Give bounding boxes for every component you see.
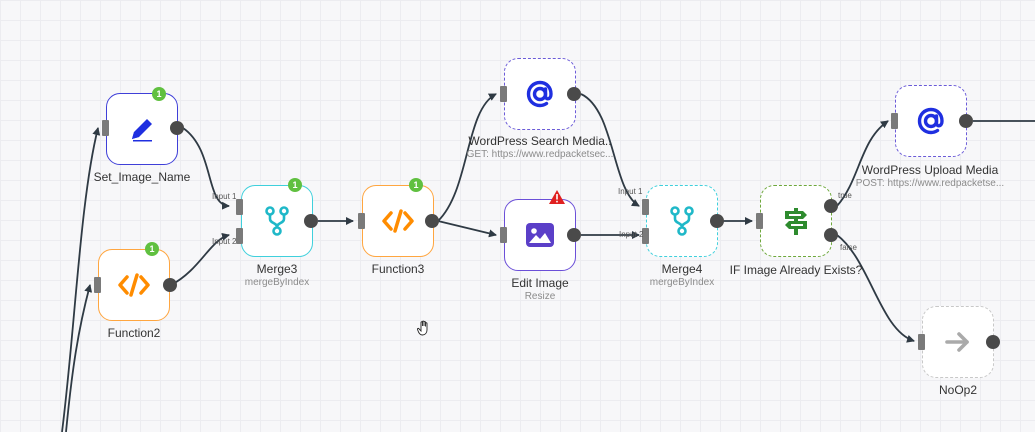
edit-image-title: Edit Image xyxy=(511,276,569,290)
node-set-image-name[interactable] xyxy=(106,93,178,165)
code-icon xyxy=(99,250,169,320)
wp-search-title: WordPress Search Media.. xyxy=(468,134,612,148)
wire-offscreen-to-function2 xyxy=(65,284,93,432)
edit-image-output-port[interactable] xyxy=(567,228,581,242)
node-merge3[interactable] xyxy=(241,185,313,257)
merge3-input1-port[interactable] xyxy=(236,199,243,215)
merge4-output-port[interactable] xyxy=(710,214,724,228)
wp-upload-subtitle: POST: https://www.redpacketse... xyxy=(855,178,1005,189)
wire-if-true-to-wp-upload xyxy=(836,120,889,207)
if-input-port[interactable] xyxy=(756,213,763,229)
merge3-subtitle: mergeByIndex xyxy=(244,277,310,288)
node-function3[interactable] xyxy=(362,185,434,257)
merge-icon xyxy=(242,186,312,256)
function2-title: Function2 xyxy=(107,326,161,340)
function3-run-badge: 1 xyxy=(409,178,423,192)
function2-output-port[interactable] xyxy=(163,278,177,292)
merge3-title: Merge3 xyxy=(256,262,298,276)
if-false-output-port[interactable] xyxy=(824,228,838,242)
edit-image-warning-icon xyxy=(549,190,565,204)
set-image-name-input-port[interactable] xyxy=(102,120,109,136)
node-function2[interactable] xyxy=(98,249,170,321)
merge4-input1-port[interactable] xyxy=(642,199,649,215)
pencil-icon xyxy=(107,94,177,164)
function2-run-badge: 1 xyxy=(145,242,159,256)
image-icon xyxy=(505,200,575,270)
function3-output-port[interactable] xyxy=(425,214,439,228)
merge3-input1-label: Input 1 xyxy=(212,192,237,201)
node-wordpress-search-media[interactable] xyxy=(504,58,576,130)
function3-input-port[interactable] xyxy=(358,213,365,229)
node-noop2[interactable] xyxy=(922,306,994,378)
wp-search-input-port[interactable] xyxy=(500,86,507,102)
merge4-input1-label: Input 1 xyxy=(618,187,643,196)
merge4-input2-port[interactable] xyxy=(642,228,649,244)
merge3-input2-label: Input 2 xyxy=(212,237,237,246)
wire-wp-search-to-merge4 xyxy=(580,93,640,207)
at-sign-icon xyxy=(505,59,575,129)
function2-input-port[interactable] xyxy=(94,277,101,293)
function3-title: Function3 xyxy=(371,262,425,276)
if-true-output-port[interactable] xyxy=(824,199,838,213)
node-wordpress-upload-media[interactable] xyxy=(895,85,967,157)
wp-upload-output-port[interactable] xyxy=(959,114,973,128)
merge3-input2-port[interactable] xyxy=(236,228,243,244)
at-sign-icon xyxy=(896,86,966,156)
edit-image-subtitle: Resize xyxy=(524,291,556,302)
noop2-input-port[interactable] xyxy=(918,334,925,350)
wire-function3-to-edit-image xyxy=(437,220,497,238)
noop2-output-port[interactable] xyxy=(986,335,1000,349)
wp-search-subtitle: GET: https://www.redpacketsec... xyxy=(466,149,614,160)
if-title: IF Image Already Exists? xyxy=(729,263,863,277)
merge4-subtitle: mergeByIndex xyxy=(649,277,715,288)
node-edit-image[interactable] xyxy=(504,199,576,271)
code-icon xyxy=(363,186,433,256)
wire-offscreen-to-set-image-name xyxy=(61,127,101,432)
wire-function3-to-wp-search xyxy=(437,93,497,222)
arrow-right-icon xyxy=(923,307,993,377)
wp-upload-title: WordPress Upload Media xyxy=(861,163,999,177)
node-merge4[interactable] xyxy=(646,185,718,257)
set-image-name-title: Set_Image_Name xyxy=(93,170,191,184)
signpost-icon xyxy=(761,186,831,256)
merge4-title: Merge4 xyxy=(661,262,703,276)
wp-upload-input-port[interactable] xyxy=(891,113,898,129)
if-false-label: false xyxy=(840,243,857,252)
wire-if-false-to-noop2 xyxy=(836,234,915,343)
set-image-name-output-port[interactable] xyxy=(170,121,184,135)
merge3-output-port[interactable] xyxy=(304,214,318,228)
merge3-run-badge: 1 xyxy=(288,178,302,192)
wp-search-output-port[interactable] xyxy=(567,87,581,101)
hand-cursor-icon xyxy=(417,320,428,336)
node-if-image-already-exists[interactable] xyxy=(760,185,832,257)
set-image-name-run-badge: 1 xyxy=(152,87,166,101)
wire-set-image-name-to-merge3 xyxy=(182,127,230,210)
merge-icon xyxy=(647,186,717,256)
edit-image-input-port[interactable] xyxy=(500,227,507,243)
wire-function2-to-merge3 xyxy=(170,232,230,286)
noop2-title: NoOp2 xyxy=(938,383,978,397)
merge4-input2-label: Input 2 xyxy=(619,230,644,239)
if-true-label: true xyxy=(838,191,852,200)
